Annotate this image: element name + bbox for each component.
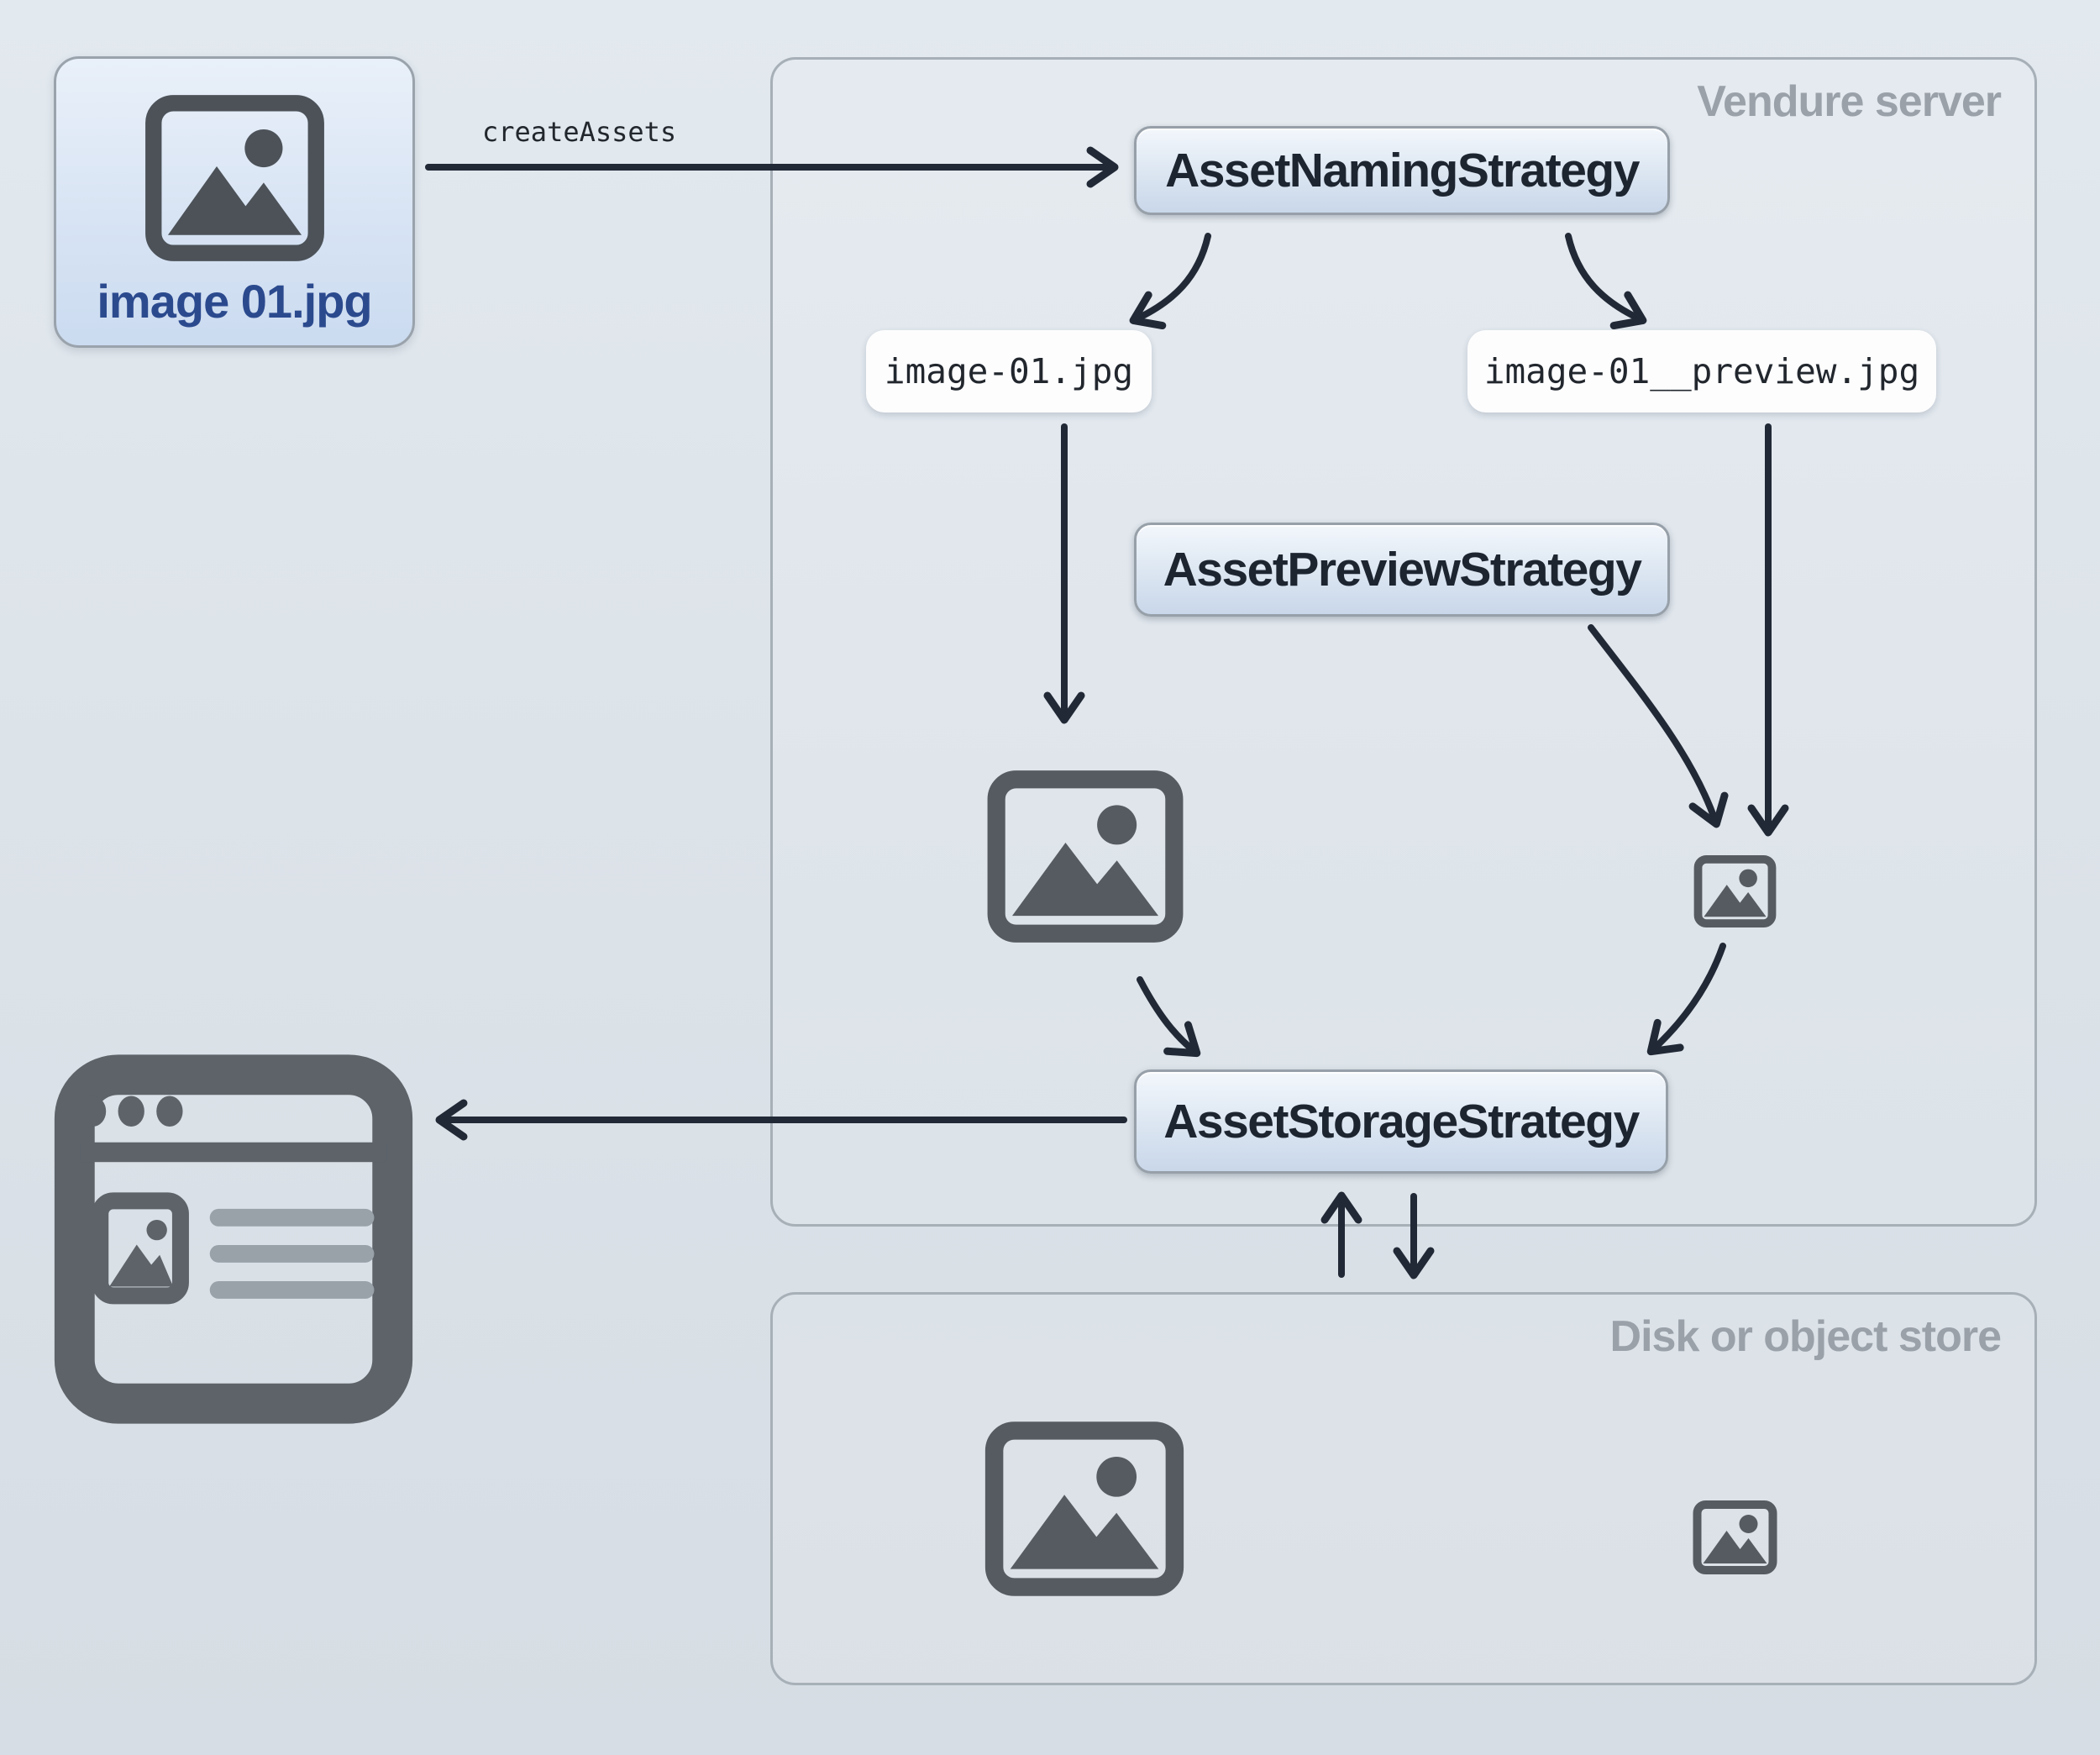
preview-filename-chip: image-01__preview.jpg [1467, 330, 1936, 412]
asset-preview-strategy-box: AssetPreviewStrategy [1134, 523, 1670, 617]
image-icon-small [1693, 1500, 1777, 1574]
image-icon [92, 1192, 189, 1305]
image-icon [144, 95, 324, 261]
asset-naming-strategy-box: AssetNamingStrategy [1134, 126, 1670, 215]
disk-store-container: Disk or object store [770, 1292, 2037, 1685]
vendure-server-container: Vendure server AssetNamingStrategy image… [770, 57, 2037, 1227]
image-icon [987, 770, 1184, 943]
source-filename-chip: image-01.jpg [866, 330, 1152, 412]
browser-window-icon [54, 1054, 413, 1424]
disk-store-title: Disk or object store [1609, 1312, 2002, 1361]
uploaded-file-card: image 01.jpg [54, 56, 415, 348]
image-icon-small [1693, 855, 1777, 927]
uploaded-filename: image 01.jpg [97, 275, 372, 328]
create-assets-label: createAssets [482, 116, 677, 148]
image-icon [984, 1421, 1184, 1596]
asset-storage-strategy-box: AssetStorageStrategy [1134, 1069, 1668, 1174]
vendure-server-title: Vendure server [1697, 77, 2002, 126]
